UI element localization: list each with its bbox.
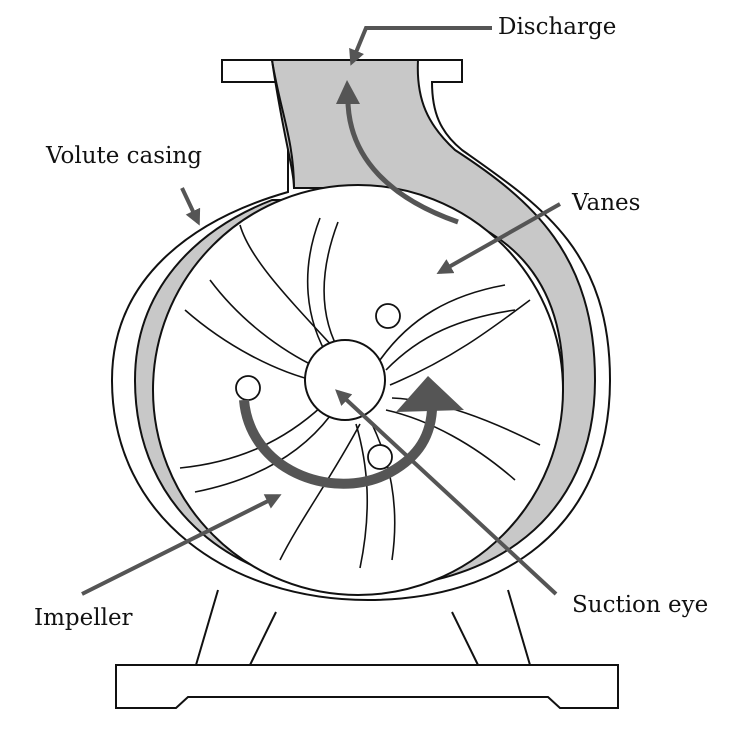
discharge-flow-arrow [345,91,459,225]
suction-eye-circle [304,339,386,421]
support-leg-right [451,589,531,666]
support-leg-left [195,589,277,666]
label-vanes: Vanes [572,190,641,216]
label-suction-eye: Suction eye [572,592,709,618]
impeller-leader [81,494,282,596]
volute-casing-leader [180,187,201,226]
label-discharge: Discharge [498,14,617,40]
nozzle-contour [271,59,295,189]
pump-base [115,664,619,709]
discharge-flow-arrowhead [336,80,360,104]
discharge-leader [349,26,492,66]
label-volute-casing: Volute casing [46,143,202,169]
rotation-arrowhead [396,376,464,412]
label-impeller: Impeller [34,605,133,631]
rotation-arrow [239,399,437,489]
vanes-leader [436,202,561,274]
balance-holes [235,303,401,470]
suction-eye-leader [335,389,558,596]
